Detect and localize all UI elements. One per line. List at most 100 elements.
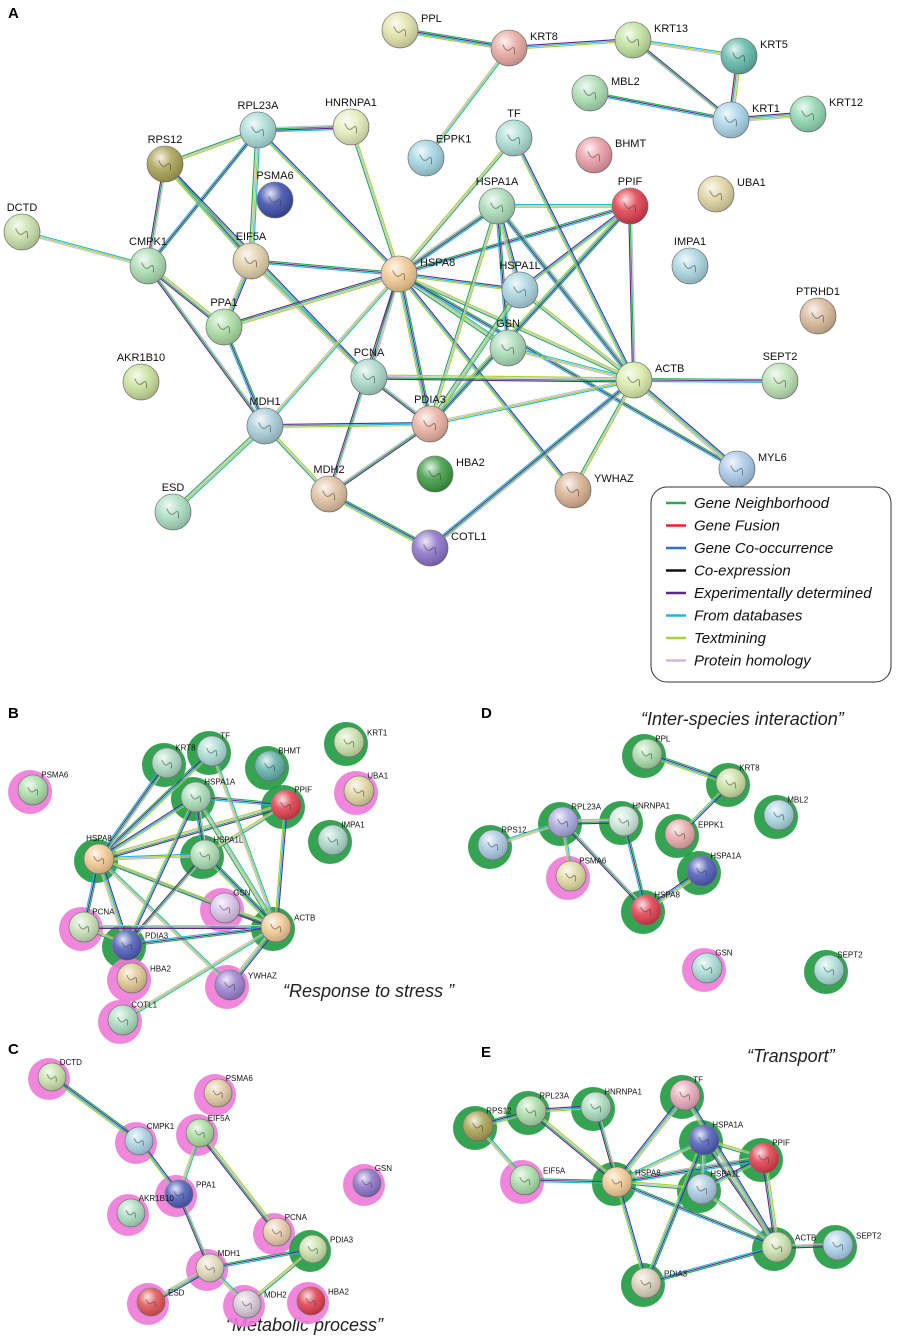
node-ppif[interactable]: PPIF: [611, 176, 649, 225]
node-hnrnpa1[interactable]: HNRNPA1: [580, 1087, 642, 1123]
node-dctd[interactable]: DCTD: [3, 202, 41, 251]
node-hspa8[interactable]: HSPA8: [601, 1166, 661, 1198]
node-actb[interactable]: ACTB: [615, 361, 684, 399]
node-label: EIF5A: [543, 1166, 566, 1175]
node-impa1[interactable]: IMPA1: [671, 236, 709, 285]
node-krt1[interactable]: KRT1: [333, 726, 388, 758]
edge-actb-cotl1: [121, 925, 278, 1022]
node-dctd[interactable]: DCTD: [37, 1058, 82, 1092]
node-sept2[interactable]: SEPT2: [822, 1229, 882, 1261]
node-psma6[interactable]: PSMA6: [203, 1074, 253, 1108]
node-ywhaz[interactable]: YWHAZ: [214, 969, 277, 1001]
node-eif5a[interactable]: EIF5A: [185, 1114, 231, 1148]
node-rps12[interactable]: RPS12: [462, 1106, 512, 1142]
node-hspa1l[interactable]: HSPA1L: [499, 260, 541, 309]
node-ptrhd1[interactable]: PTRHD1: [796, 286, 840, 335]
node-ppif[interactable]: PPIF: [748, 1138, 790, 1174]
node-tf[interactable]: TF: [669, 1075, 703, 1111]
node-actb[interactable]: ACTB: [260, 911, 315, 943]
node-hspa1a[interactable]: HSPA1A: [476, 176, 519, 225]
node-akr1b10[interactable]: AKR1B10: [116, 1194, 174, 1228]
node-hspa8[interactable]: HSPA8: [380, 255, 455, 293]
node-sept2[interactable]: SEPT2: [761, 351, 799, 400]
node-psma6[interactable]: PSMA6: [256, 170, 294, 219]
node-psma6[interactable]: PSMA6: [17, 770, 69, 806]
node-rpl23a[interactable]: RPL23A: [238, 100, 280, 149]
node-gsn[interactable]: GSN: [489, 318, 527, 367]
node-hnrnpa1[interactable]: HNRNPA1: [325, 97, 377, 146]
node-mbl2[interactable]: MBL2: [763, 795, 809, 831]
node-pdia3[interactable]: PDIA3: [411, 394, 449, 443]
node-cmpk1[interactable]: CMPK1: [124, 1122, 175, 1156]
node-pcna[interactable]: PCNA: [68, 907, 115, 943]
node-pcna[interactable]: PCNA: [262, 1213, 308, 1247]
node-eppk1[interactable]: EPPK1: [407, 134, 471, 177]
node-hspa1l[interactable]: HSPA1L: [189, 835, 244, 871]
node-gsn[interactable]: GSN: [209, 888, 251, 924]
node-hspa8[interactable]: HSPA8: [630, 890, 680, 926]
node-ppl[interactable]: PPL: [381, 11, 442, 49]
protein-structure-icon: [161, 759, 173, 769]
node-hspa1a[interactable]: HSPA1A: [686, 851, 742, 887]
node-psma6[interactable]: PSMA6: [555, 856, 607, 892]
node-krt8[interactable]: KRT8: [490, 29, 558, 67]
node-actb[interactable]: ACTB: [761, 1231, 816, 1263]
node-ppa1[interactable]: PPA1: [164, 1179, 216, 1209]
node-pdia3[interactable]: PDIA3: [298, 1234, 354, 1264]
node-cotl1[interactable]: COTL1: [411, 529, 486, 567]
node-uba1[interactable]: UBA1: [697, 175, 766, 213]
node-pdia3[interactable]: PDIA3: [111, 929, 169, 961]
protein-structure-icon: [674, 830, 686, 840]
node-eif5a[interactable]: EIF5A: [232, 231, 270, 280]
node-mdh1[interactable]: MDH1: [195, 1249, 241, 1283]
node-hspa1a[interactable]: HSPA1A: [180, 777, 236, 813]
node-krt5[interactable]: KRT5: [720, 37, 788, 75]
node-tf[interactable]: TF: [196, 731, 230, 767]
node-rpl23a[interactable]: RPL23A: [515, 1091, 570, 1127]
node-myl6[interactable]: MYL6: [718, 450, 787, 488]
node-krt8[interactable]: KRT8: [715, 763, 760, 799]
node-mdh1[interactable]: MDH1: [246, 396, 284, 445]
node-uba1[interactable]: UBA1: [343, 771, 389, 807]
node-rps12[interactable]: RPS12: [477, 825, 527, 861]
node-bhmt[interactable]: BHMT: [254, 746, 301, 782]
node-krt12[interactable]: KRT12: [789, 95, 863, 133]
node-hba2[interactable]: HBA2: [416, 455, 485, 493]
node-cmpk1[interactable]: CMPK1: [129, 236, 167, 285]
node-hba2[interactable]: HBA2: [116, 962, 171, 994]
node-esd[interactable]: ESD: [136, 1287, 185, 1317]
node-mdh2[interactable]: MDH2: [232, 1289, 287, 1319]
node-krt13[interactable]: KRT13: [614, 21, 688, 59]
node-ppif[interactable]: PPIF: [270, 785, 312, 821]
node-gsn[interactable]: GSN: [691, 948, 733, 984]
node-hspa1a[interactable]: HSPA1A: [688, 1120, 744, 1156]
node-hspa1l[interactable]: HSPA1L: [686, 1169, 741, 1205]
node-akr1b10[interactable]: AKR1B10: [117, 352, 165, 401]
node-hba2[interactable]: HBA2: [296, 1286, 349, 1316]
legend-item: Protein homology: [666, 653, 812, 670]
node-tf[interactable]: TF: [495, 108, 533, 157]
node-krt1[interactable]: KRT1: [712, 101, 780, 139]
node-mbl2[interactable]: MBL2: [571, 74, 640, 112]
node-hnrnpa1[interactable]: HNRNPA1: [608, 801, 670, 837]
node-esd[interactable]: ESD: [154, 482, 192, 531]
node-ppa1[interactable]: PPA1: [205, 297, 243, 346]
node-ppl[interactable]: PPL: [631, 734, 671, 770]
node-krt8[interactable]: KRT8: [151, 743, 196, 779]
node-cotl1[interactable]: COTL1: [107, 1000, 158, 1036]
node-pdia3[interactable]: PDIA3: [630, 1267, 688, 1299]
node-label: HSPA1L: [213, 835, 244, 844]
node-bhmt[interactable]: BHMT: [575, 136, 646, 174]
node-rps12[interactable]: RPS12: [146, 134, 184, 183]
node-sept2[interactable]: SEPT2: [813, 950, 863, 986]
node-pcna[interactable]: PCNA: [350, 347, 388, 396]
node-eppk1[interactable]: EPPK1: [664, 818, 724, 850]
node-ywhaz[interactable]: YWHAZ: [554, 471, 634, 509]
node-impa1[interactable]: IMPA1: [317, 820, 365, 856]
protein-structure-icon: [327, 836, 339, 846]
node-hspa8[interactable]: HSPA8: [83, 834, 115, 875]
node-rpl23a[interactable]: RPL23A: [547, 802, 602, 838]
node-eif5a[interactable]: EIF5A: [509, 1164, 566, 1196]
node-mdh2[interactable]: MDH2: [310, 464, 348, 513]
node-gsn[interactable]: GSN: [352, 1164, 392, 1198]
